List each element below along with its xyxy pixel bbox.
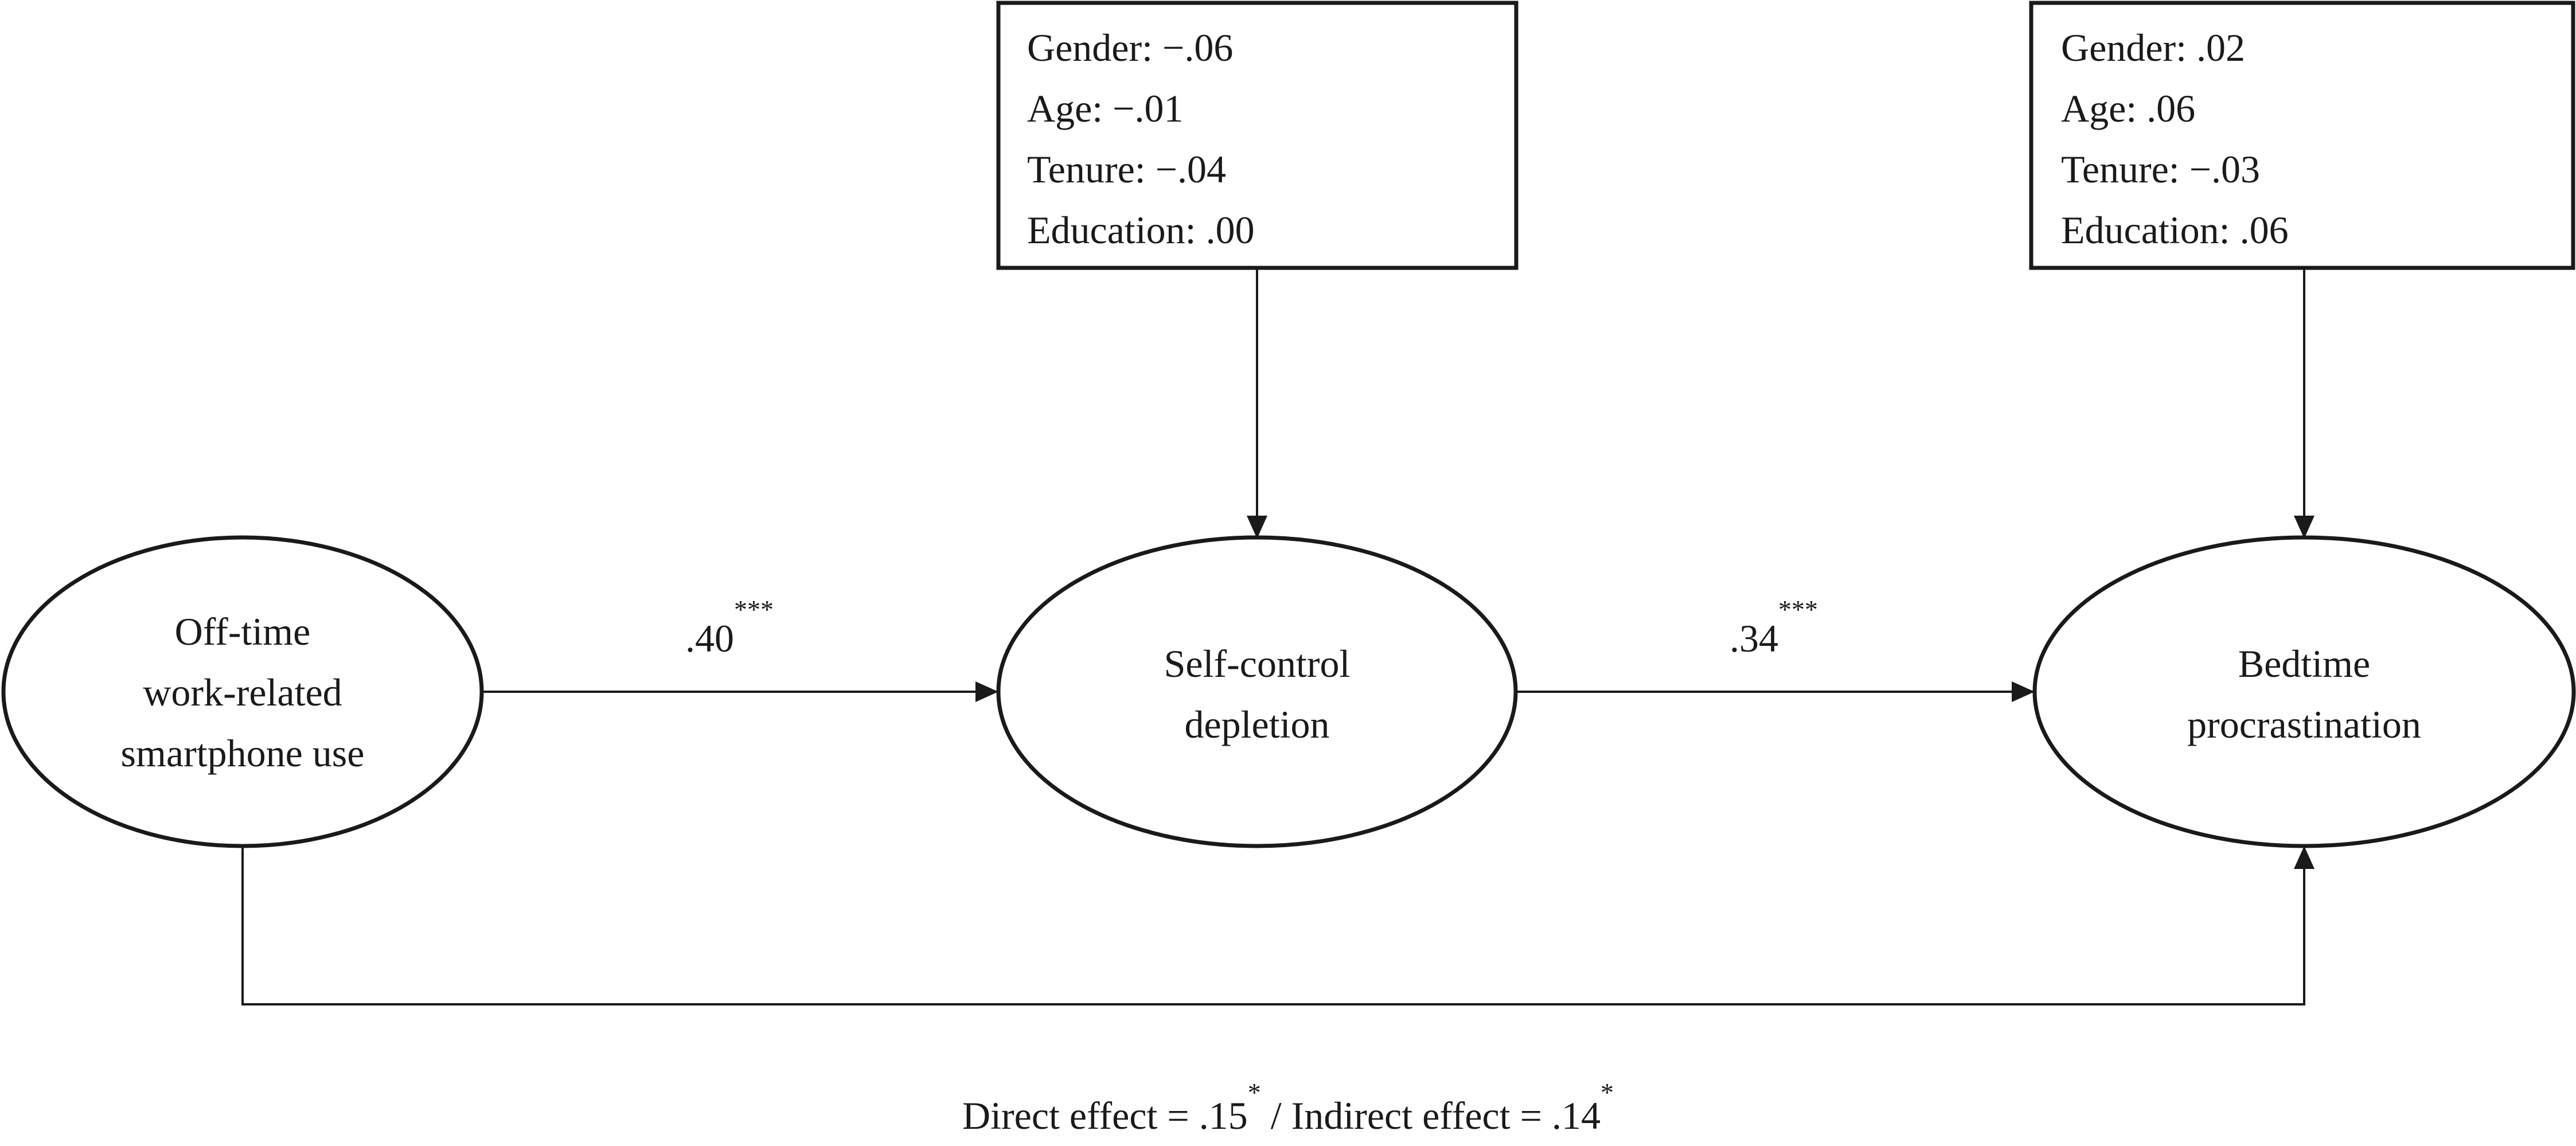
- control-mediator-gender: Gender: −.06: [1027, 26, 1233, 69]
- control-outcome-education: Education: .06: [2061, 208, 2289, 252]
- direct-effect-label: Direct effect = .15: [962, 1094, 1248, 1137]
- effects-summary: Direct effect = .15* / Indirect effect =…: [962, 1078, 1614, 1137]
- control-mediator-age: Age: −.01: [1027, 87, 1184, 130]
- mediator-label-line-1: Self-control: [1164, 642, 1351, 685]
- indirect-effect-significance: *: [1601, 1078, 1614, 1107]
- path-b-coefficient: .34***: [1730, 595, 1818, 660]
- control-mediator-education: Education: .00: [1027, 208, 1255, 252]
- path-a-value: .40: [685, 617, 734, 660]
- arrow-direct-effect: [241, 846, 2315, 1005]
- path-b-significance: ***: [1778, 595, 1818, 624]
- path-b-value: .34: [1730, 617, 1778, 660]
- node-mediator: [996, 535, 1518, 848]
- path-a-coefficient: .40***: [685, 595, 774, 660]
- predictor-label-line-1: Off-time: [175, 610, 311, 653]
- path-a-significance: ***: [734, 595, 774, 624]
- controls-box-mediator: [996, 1, 1519, 270]
- outcome-label-line-1: Bedtime: [2238, 642, 2370, 685]
- control-mediator-tenure: Tenure: −.04: [1027, 147, 1226, 191]
- control-outcome-tenure: Tenure: −.03: [2061, 147, 2260, 191]
- direct-effect-significance: *: [1248, 1078, 1261, 1107]
- effects-separator: /: [1261, 1094, 1291, 1137]
- indirect-effect-label: Indirect effect = .14: [1291, 1094, 1601, 1137]
- outcome-label-line-2: procrastination: [2187, 703, 2421, 746]
- predictor-label-line-2: work-related: [143, 671, 342, 714]
- control-outcome-age: Age: .06: [2061, 87, 2195, 130]
- control-outcome-gender: Gender: .02: [2061, 26, 2245, 69]
- controls-box-outcome: [2029, 1, 2575, 270]
- node-outcome: [2032, 535, 2576, 848]
- mediator-label-line-2: depletion: [1184, 703, 1329, 746]
- predictor-label-line-3: smartphone use: [121, 731, 365, 775]
